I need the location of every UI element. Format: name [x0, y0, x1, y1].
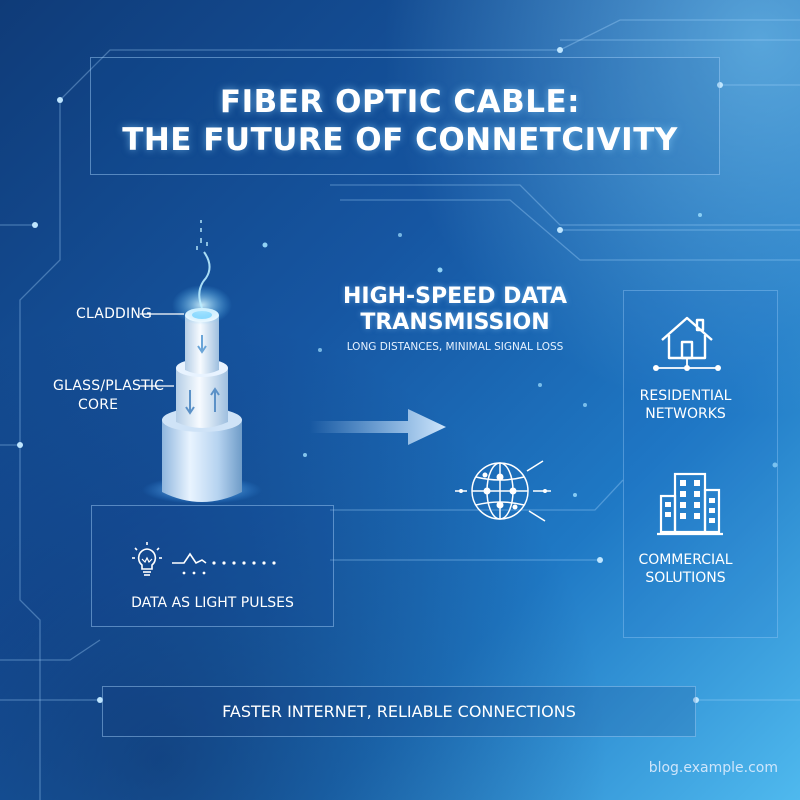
light-pulses-caption: DATA AS LIGHT PULSES [131, 595, 294, 611]
office-building-icon [657, 472, 723, 536]
core-label-line2: CORE [78, 397, 119, 413]
light-pulses-frame [91, 505, 334, 627]
watermark: blog.example.com [648, 760, 778, 776]
arrow-right-icon [310, 409, 446, 445]
residential-label-line2: NETWORKS [645, 406, 726, 422]
cable-label-leaders [140, 313, 184, 387]
transmission-title-line2: TRANSMISSION [360, 310, 550, 335]
tagline: FASTER INTERNET, RELIABLE CONNECTIONS [222, 702, 576, 721]
core-label-line1: GLASS/PLASTIC [53, 378, 165, 394]
title-frame [90, 57, 720, 175]
page-title-line1: FIBER OPTIC CABLE: [219, 84, 581, 120]
transmission-title-line1: HIGH-SPEED DATA [342, 284, 568, 309]
residential-label-line1: RESIDENTIAL [639, 388, 732, 404]
globe-network-icon [455, 460, 551, 522]
page-title-line2: THE FUTURE OF CONNETCIVITY [122, 122, 678, 158]
transmission-subtitle: LONG DISTANCES, MINIMAL SIGNAL LOSS [346, 341, 564, 353]
commercial-label-line1: COMMERCIAL [638, 552, 733, 568]
waveform-icon [172, 552, 276, 575]
commercial-label-line2: SOLUTIONS [645, 570, 726, 586]
cladding-label: CLADDING [76, 306, 153, 322]
lightbulb-icon [132, 542, 162, 576]
tagline-frame [102, 686, 696, 737]
house-network-icon [653, 316, 721, 371]
fiber-cable-illustration [140, 200, 280, 520]
applications-panel [623, 290, 778, 638]
